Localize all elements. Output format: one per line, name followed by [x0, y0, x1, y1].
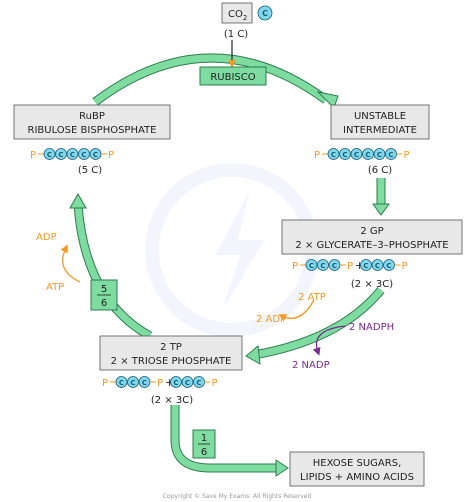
rubisco-box — [199, 66, 267, 86]
rubp-carbon-3 — [66, 148, 79, 160]
gp-count: (2 × 3C) — [351, 279, 393, 290]
gp-b-phosphate-right: P — [402, 261, 408, 272]
unstable-carbon-3 — [350, 148, 363, 160]
rubp-carbon-4 — [78, 148, 90, 160]
tp-a-carbon-1 — [115, 376, 128, 388]
rubisco-label: RUBISCO — [210, 72, 255, 83]
co2-count: (1 C) — [224, 29, 248, 40]
svg-text:C: C — [331, 151, 336, 159]
svg-text:C: C — [342, 151, 347, 159]
fraction-out-num: 1 — [201, 433, 207, 444]
svg-text:C: C — [320, 262, 325, 270]
copyright-text: Copyright © Save My Exams. All Rights Re… — [163, 493, 312, 500]
gp-a-phosphate-left: P — [292, 261, 298, 272]
arrow-tp-to-products — [170, 405, 278, 473]
svg-text:C: C — [354, 151, 359, 159]
unstable-line1: UNSTABLE — [354, 111, 406, 122]
svg-text:C: C — [196, 379, 201, 387]
tp-a-carbon-2 — [127, 376, 139, 388]
gp-a-carbon-1 — [305, 259, 318, 271]
unstable-phosphate-right: P — [404, 150, 410, 161]
rubp-line2: RIBULOSE BISPHOSPHATE — [28, 125, 157, 136]
unstable-carbon-2 — [339, 148, 351, 160]
rubp-line1: RuBP — [79, 111, 105, 122]
rubp-phosphate-right: P — [108, 150, 114, 161]
tp-count: (2 × 3C) — [151, 395, 193, 406]
gp-a-carbon-2 — [317, 259, 329, 271]
nadph-nadp-arrow — [312, 325, 346, 356]
co2-box — [221, 2, 253, 24]
tp-a-phosphate-right: P — [157, 378, 163, 389]
svg-text:C: C — [332, 262, 337, 270]
svg-text:C: C — [173, 379, 178, 387]
gp-line2: 2 × GLYCERATE–3–PHOSPHATE — [295, 240, 448, 251]
svg-text:C: C — [70, 151, 75, 159]
gp-line1: 2 GP — [360, 226, 383, 237]
adp-label: ADP — [36, 232, 57, 243]
co2-carbon — [257, 5, 273, 21]
svg-text:C: C — [119, 379, 124, 387]
tp-b-carbon-2 — [181, 376, 194, 388]
rubp-carbon-2 — [55, 148, 67, 160]
svg-text:C: C — [93, 151, 98, 159]
rubp-phosphate-left: P — [30, 150, 36, 161]
unstable-box — [330, 104, 430, 140]
svg-text:C: C — [375, 262, 380, 270]
atp2-adp2-arrow — [278, 299, 315, 322]
svg-text:C: C — [377, 151, 382, 159]
svg-text:C: C — [309, 262, 314, 270]
unstable-line2: INTERMEDIATE — [343, 125, 417, 136]
svg-text:C: C — [365, 151, 370, 159]
tp-a-phosphate-left: P — [102, 378, 108, 389]
svg-text:C: C — [386, 262, 391, 270]
unstable-carbon-1 — [327, 148, 340, 160]
svg-text:C: C — [58, 151, 63, 159]
unstable-count: (6 C) — [368, 165, 392, 176]
svg-text:C: C — [130, 379, 135, 387]
atp-adp-arrow — [60, 244, 81, 283]
tp-line2: 2 × TRIOSE PHOSPHATE — [111, 356, 232, 367]
rubp-box — [13, 104, 171, 140]
svg-text:C: C — [142, 379, 147, 387]
gp-plus: + — [355, 259, 364, 272]
fraction-out-den: 6 — [201, 447, 207, 458]
svg-text:C: C — [363, 262, 368, 270]
svg-text:C: C — [81, 151, 86, 159]
products-line2: LIPIDS + AMINO ACIDS — [300, 472, 414, 483]
unstable-carbon-4 — [362, 148, 374, 160]
adp2-label: 2 ADP — [256, 314, 286, 325]
tp-b-carbon-1 — [170, 376, 182, 388]
co2-label: CO2 — [228, 9, 247, 22]
nadp-label: 2 NADP — [292, 360, 330, 371]
unstable-carbon-5 — [373, 148, 386, 160]
rubp-carbon-1 — [43, 148, 56, 160]
atp-label: ATP — [46, 282, 64, 293]
gp-b-carbon-2 — [371, 259, 384, 271]
svg-text:C: C — [47, 151, 52, 159]
gp-box — [281, 219, 463, 255]
tp-b-phosphate-right: P — [212, 378, 218, 389]
atp2-label: 2 ATP — [298, 292, 326, 303]
svg-text:C: C — [388, 151, 393, 159]
unstable-phosphate-left: P — [314, 150, 320, 161]
rubp-count: (5 C) — [78, 165, 102, 176]
tp-line1: 2 TP — [160, 342, 182, 353]
tp-box — [99, 335, 243, 371]
fraction-regen-den: 6 — [101, 298, 107, 309]
nadph-label: 2 NADPH — [349, 322, 394, 333]
gp-a-phosphate-right: P — [347, 261, 353, 272]
fraction-regen-num: 5 — [101, 284, 107, 295]
products-line1: HEXOSE SUGARS, — [313, 458, 402, 469]
co2-carbon-label: C — [262, 9, 268, 18]
gp-b-carbon-1 — [360, 259, 372, 271]
svg-text:C: C — [185, 379, 190, 387]
products-box — [289, 451, 425, 487]
tp-plus: + — [165, 376, 174, 389]
